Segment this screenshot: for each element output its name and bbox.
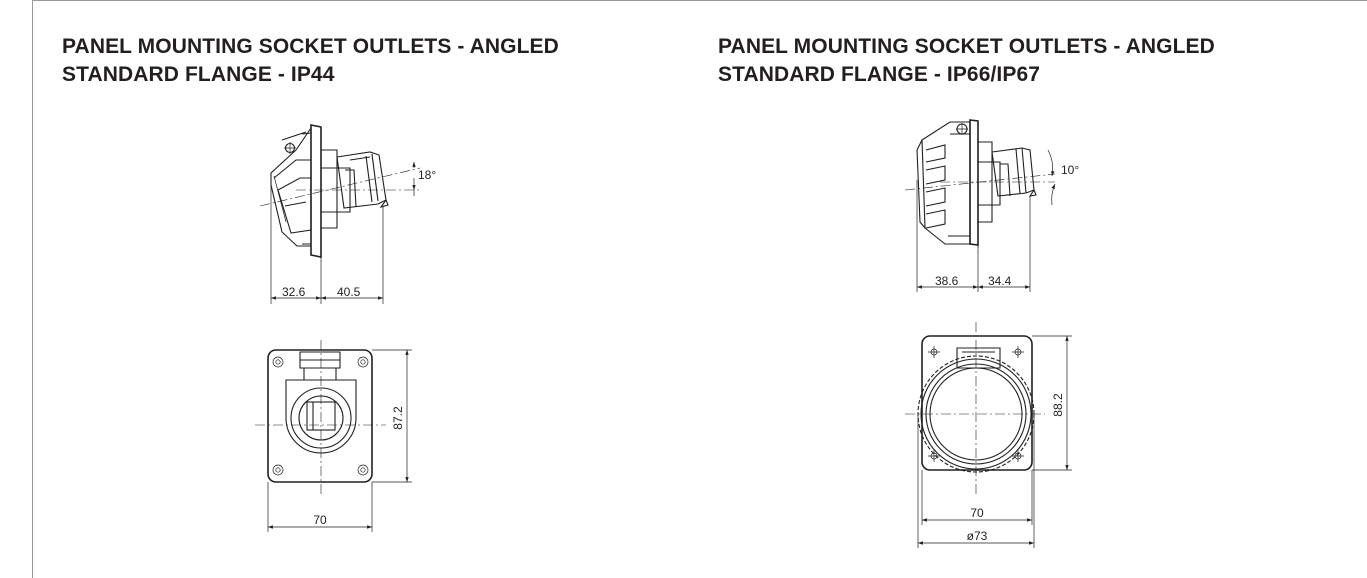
- ip44-front-view: [255, 340, 412, 532]
- title-ip44-line1: PANEL MOUNTING SOCKET OUTLETS - ANGLED: [62, 35, 559, 58]
- ip66-dim-34-4: 34.4: [988, 274, 1012, 288]
- ip44-angle-label: 18°: [418, 168, 436, 182]
- ip66-front-view: [905, 322, 1072, 548]
- ip66-height-label: 88.2: [1051, 393, 1065, 417]
- page-frame: [32, 0, 1367, 578]
- ip66-side-view: [904, 119, 1056, 292]
- ip44-height-label: 87.2: [391, 406, 405, 430]
- ip44-width-label: 70: [313, 513, 327, 527]
- title-ip44: PANEL MOUNTING SOCKET OUTLETS - ANGLED S…: [62, 33, 559, 89]
- title-ip44-line2: STANDARD FLANGE - IP44: [62, 63, 335, 86]
- ip66-diameter-label: ø73: [967, 529, 988, 543]
- title-ip66-line1: PANEL MOUNTING SOCKET OUTLETS - ANGLED: [718, 35, 1215, 58]
- ip66-width-label: 70: [970, 506, 984, 520]
- ip44-side-view: [259, 124, 421, 304]
- ip44-dim-40-5: 40.5: [337, 285, 361, 299]
- title-ip66-line2: STANDARD FLANGE - IP66/IP67: [718, 63, 1041, 86]
- ip44-dim-32-6: 32.6: [282, 285, 306, 299]
- title-ip66-ip67: PANEL MOUNTING SOCKET OUTLETS - ANGLED S…: [718, 33, 1215, 89]
- ip66-dim-38-6: 38.6: [935, 274, 959, 288]
- ip66-angle-label: 10°: [1061, 163, 1079, 177]
